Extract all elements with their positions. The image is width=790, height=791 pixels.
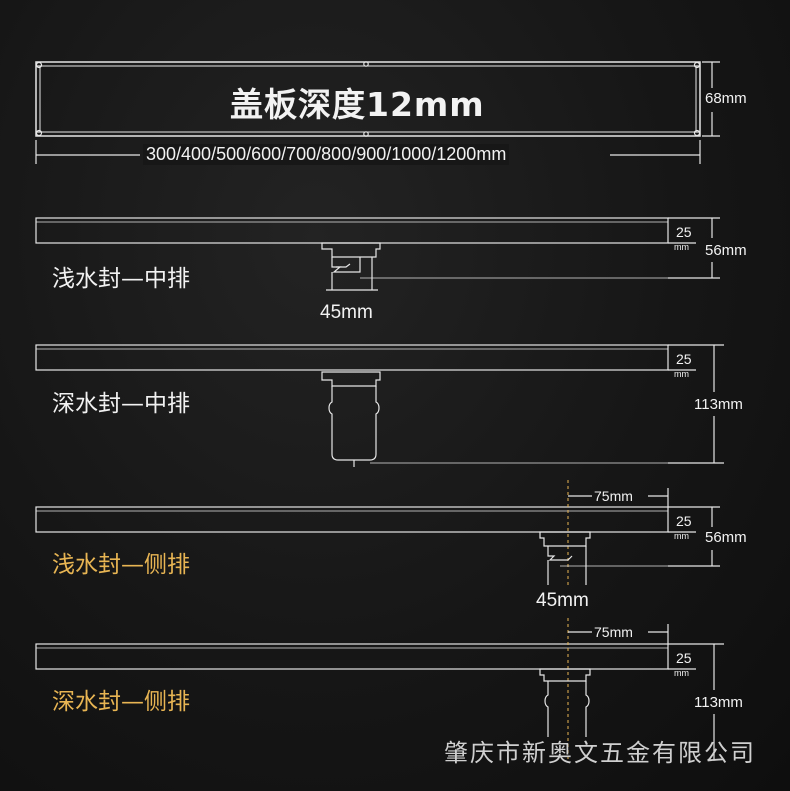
row3-drawing	[35, 480, 720, 585]
row1-cover-depth-unit: mm	[674, 242, 689, 252]
row2-total-depth: 113mm	[694, 396, 743, 413]
row4-cover-depth-value: 25	[676, 650, 692, 666]
row1-total-depth: 56mm	[705, 242, 747, 259]
row3-cover-depth-value: 25	[676, 513, 692, 529]
row2-drawing	[35, 344, 724, 467]
row3-total-depth: 56mm	[705, 529, 747, 546]
row2-cover-depth-unit: mm	[674, 369, 689, 379]
row4-cover-depth-unit: mm	[674, 668, 689, 678]
row4-side-offset: 75mm	[594, 624, 633, 640]
row2-label: 深水封—中排	[52, 391, 190, 417]
cover-height-label: 68mm	[705, 90, 747, 107]
row3-body-width: 45mm	[536, 590, 589, 611]
row4-drawing	[35, 618, 724, 760]
row4-label: 深水封—侧排	[52, 689, 190, 715]
cover-plate-drawing	[35, 61, 701, 137]
cover-height-dimension	[702, 61, 720, 137]
cover-depth-title: 盖板深度12mm	[230, 85, 485, 124]
row3-label: 浅水封—侧排	[52, 552, 190, 578]
row3-cover-depth-unit: mm	[674, 531, 689, 541]
cover-lengths-label: 300/400/500/600/700/800/900/1000/1200mm	[143, 144, 510, 165]
row2-cover-depth-value: 25	[676, 351, 692, 367]
row1-body-width: 45mm	[320, 302, 373, 323]
row1-label: 浅水封—中排	[52, 266, 190, 292]
row4-total-depth: 113mm	[694, 694, 743, 711]
row3-side-offset: 75mm	[594, 488, 633, 504]
row1-drawing	[35, 217, 720, 291]
cover-length-dimension	[35, 140, 701, 164]
company-name: 肇庆市新奥文五金有限公司	[444, 739, 756, 767]
row1-cover-depth-value: 25	[676, 224, 692, 240]
